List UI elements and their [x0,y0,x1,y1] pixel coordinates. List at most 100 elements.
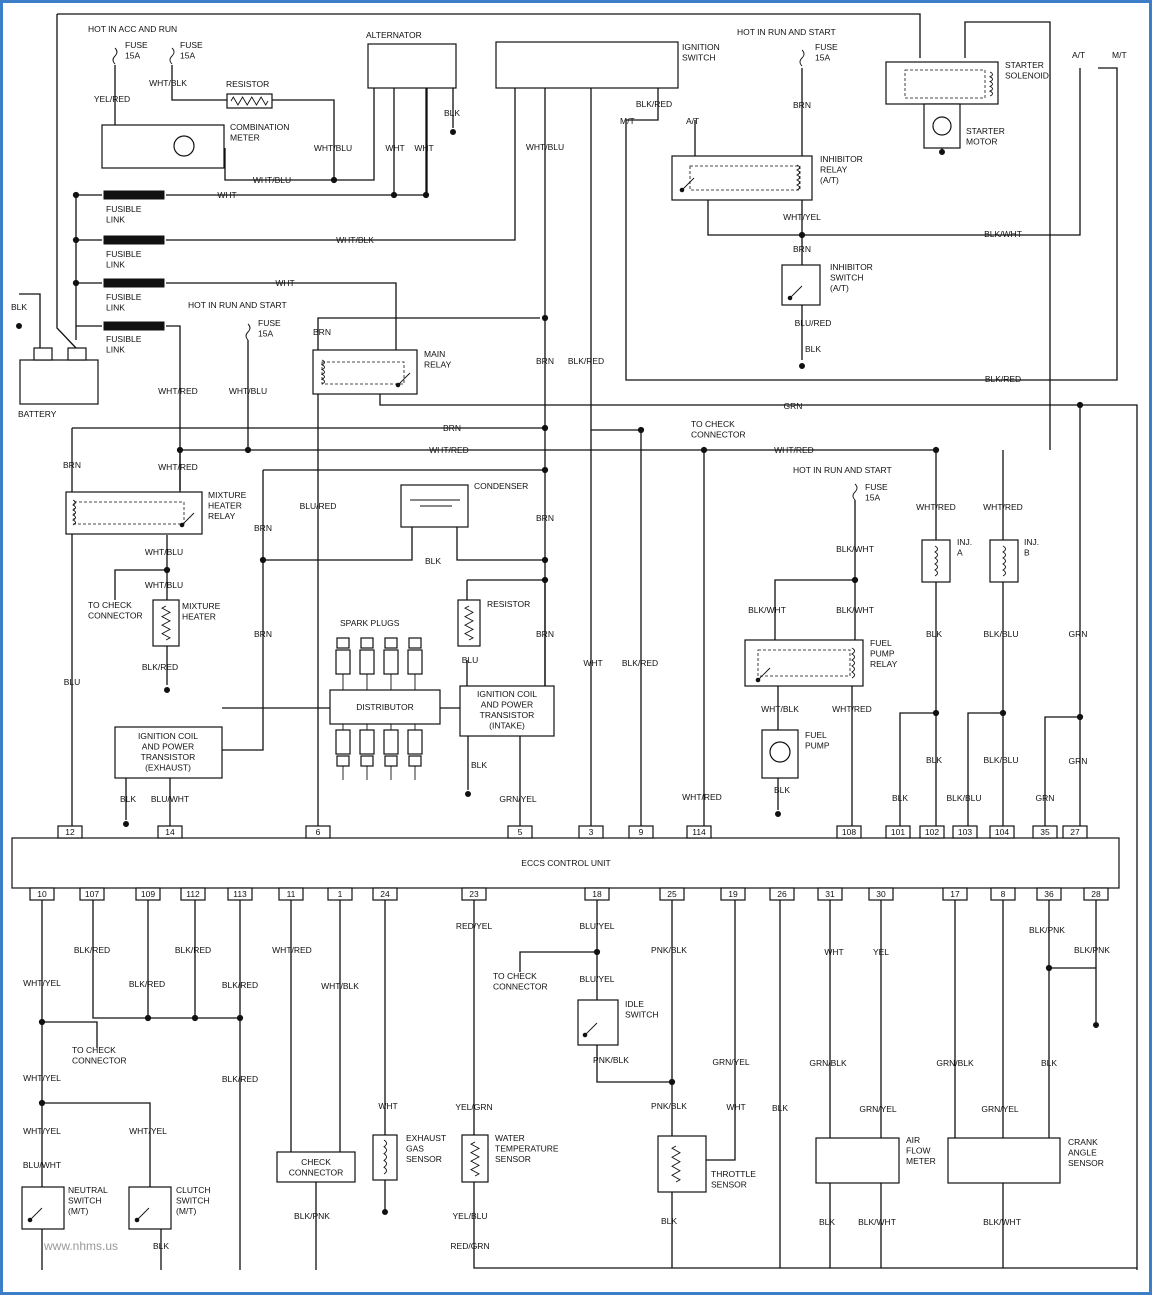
exhaust-gas-sensor-label: GAS [406,1144,424,1154]
fuse-label-5: FUSE [865,482,888,492]
junction-dot [330,176,338,184]
junction-dot [38,1099,46,1107]
pin-top [1032,825,1058,839]
ignition-switch-box [495,41,679,89]
junction-dot [932,709,940,717]
pin-top-label: 102 [925,827,939,837]
wire-brn-exhaust [222,470,264,751]
eccs-control-unit-box [11,837,1120,889]
crank-angle-sensor-label: SENSOR [1068,1158,1104,1168]
spark-plug-base [360,755,374,767]
wire-label-wht_blu: WHT/BLU [229,386,267,396]
coil-symbol [934,545,938,577]
switch-contact [584,1022,598,1036]
pin-top [686,825,712,839]
ground-symbol [1093,1022,1099,1028]
coil-symbol [71,499,76,526]
battery-box [19,359,99,405]
fuse-label-1: 15A [125,51,140,61]
distributor-box [329,689,441,725]
junction-dot [163,566,171,574]
wire-grn-yel-19 [706,900,736,1161]
wire-label-wht: WHT [385,143,404,153]
fuse-label-5: 15A [865,493,880,503]
fusible-link [103,190,165,200]
wire-label-blk_red: BLK/RED [622,658,658,668]
junction-dot [541,424,549,432]
wire-label-brn: BRN [443,423,461,433]
neutral-switch-label: NEUTRAL [68,1185,108,1195]
fuel-pump-label: PUMP [805,741,830,751]
inj-a-label: INJ. [957,537,972,547]
wire-wht-blk-res [171,65,227,101]
junction-dot [38,1018,46,1026]
check-connector-left-label: CONNECTOR [88,611,143,621]
junction-dot [541,466,549,474]
fuse-symbol [852,483,858,501]
pin-bottom-label: 28 [1091,889,1101,899]
ground-symbol [382,1209,388,1215]
wire-label-wht: WHT [275,278,294,288]
clutch-switch-label: (M/T) [176,1206,196,1216]
wire-label-brn: BRN [63,460,81,470]
fusible-link [103,278,165,288]
wire-to-check-left [114,535,168,600]
wire-grn-35 [1044,405,1081,828]
pin-top-label: 103 [958,827,972,837]
spark-plug-top [360,637,374,649]
check-connector-label: CONNECTOR [289,1168,344,1178]
inhibitor-switch-box [781,264,821,306]
pin-bottom [659,887,685,901]
pin-top-label: 27 [1070,827,1080,837]
fuel-pump-circle [769,741,791,763]
pin-bottom [584,887,610,901]
wire-label-brn: BRN [313,327,331,337]
inhibitor-relay-label: INHIBITOR [820,154,863,164]
wire-label-blk_wht: BLK/WHT [858,1217,896,1227]
wire-label-blk: BLK [471,760,487,770]
fuse-label-4: 15A [258,329,273,339]
starter-motor-label: STARTER [966,126,1005,136]
wire-label-wht_red: WHT/RED [774,445,814,455]
pin-bottom [180,887,206,901]
pin-bottom [461,887,487,901]
wire-label-yel_red: YEL/RED [94,94,130,104]
switch-pivot [582,1032,588,1038]
mixture-relay-dash [73,501,185,525]
ign-coil-intake-label: TRANSISTOR [480,710,535,720]
wire-label-blk_blu: BLK/BLU [947,793,982,803]
wire-label-wht_red: WHT/RED [682,792,722,802]
resistor-symbol [671,1145,681,1183]
fuse-symbol [245,323,251,341]
wire-wht-yel-10 [41,900,98,1048]
check-connector-mid-label: CONNECTOR [493,982,548,992]
wire-label-wht_blk: WHT/BLK [761,704,799,714]
fusible-link-label: LINK [106,215,125,225]
wire-label-blk_red: BLK/RED [222,1074,258,1084]
wire-label-blk: BLK [661,1216,677,1226]
wire-label-yel_blu: YEL/BLU [453,1211,488,1221]
pin-top-label: 6 [316,827,321,837]
condenser-label: CONDENSER [474,481,528,491]
fusible-link [103,235,165,245]
pin-bottom-label: 109 [141,889,155,899]
wire-label-wht_red: WHT/RED [429,445,469,455]
wire-label-blk_red: BLK/RED [222,980,258,990]
wire-label-brn: BRN [536,513,554,523]
mixture-heater-relay-label: HEATER [208,501,242,511]
fusible-link-label: FUSIBLE [106,334,142,344]
wire-blk-101 [899,582,937,828]
wire-label-wht_yel: WHT/YEL [23,1126,61,1136]
coil-symbol [851,647,855,679]
components [11,41,1120,1230]
spark-plug-top [384,637,398,649]
pin-bottom [327,887,353,901]
wire-label-grn_yel: GRN/YEL [859,1104,897,1114]
fuel-pump-relay-label: FUEL [870,638,892,648]
junction-dot [593,948,601,956]
pin-bottom [135,887,161,901]
wire-battery-ground [19,293,41,348]
fusible-link-label: FUSIBLE [106,249,142,259]
spark-plug-body [359,649,375,675]
